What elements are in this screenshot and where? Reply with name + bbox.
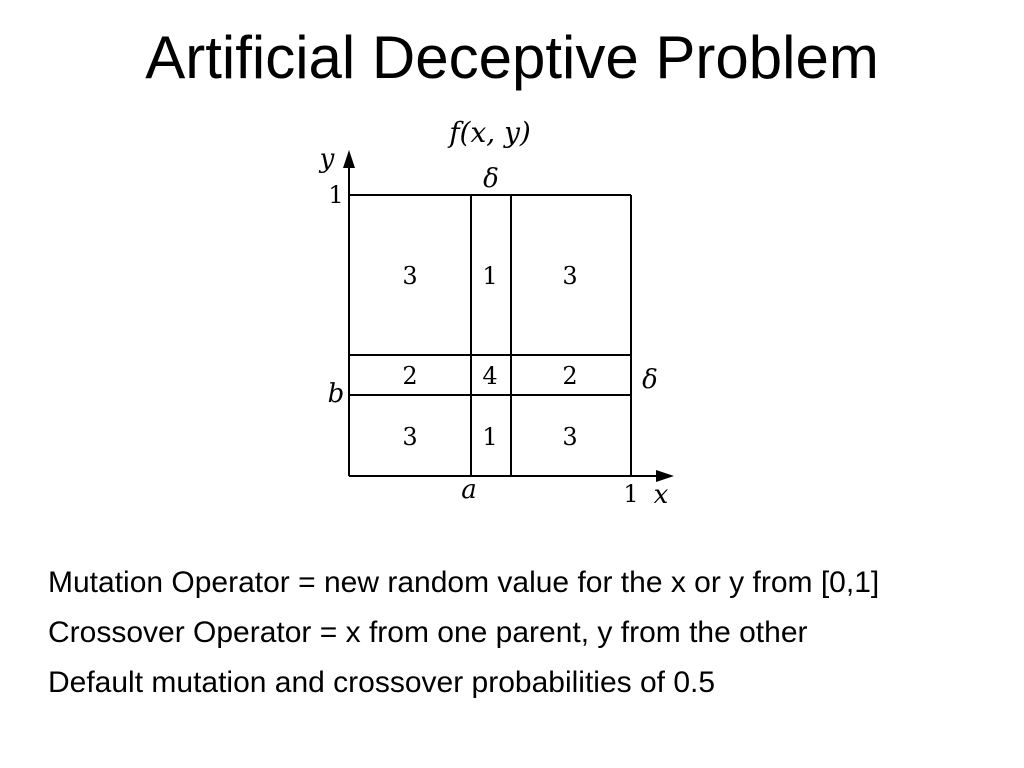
function-label: f(x, y) — [447, 116, 531, 149]
x-axis-label: x — [654, 480, 669, 510]
cell-bottom-right: 3 — [562, 423, 577, 451]
fitness-landscape-diagram: f(x, y) y 1 b a 1 x δ δ 3 1 3 2 4 2 3 1 … — [319, 116, 674, 510]
cell-top-left: 3 — [402, 262, 417, 290]
x-tick-one: 1 — [623, 480, 638, 508]
default-probabilities-note: Default mutation and crossover probabili… — [48, 666, 716, 699]
cell-middle-left: 2 — [402, 362, 417, 390]
cell-top-right: 3 — [562, 262, 577, 290]
cell-middle-center: 4 — [482, 362, 497, 390]
operator-notes: Mutation Operator = new random value for… — [48, 558, 879, 708]
x-axis-arrowhead — [656, 470, 674, 482]
y-axis-arrowhead — [343, 150, 355, 168]
slide-title: Artificial Deceptive Problem — [145, 24, 879, 91]
y-axis-label: y — [319, 144, 335, 174]
y-tick-one: 1 — [328, 181, 343, 209]
x-marker-a: a — [461, 475, 477, 505]
cell-bottom-center: 1 — [482, 423, 497, 451]
cell-top-center: 1 — [482, 262, 497, 290]
cell-bottom-left: 3 — [402, 423, 417, 451]
mutation-operator-note: Mutation Operator = new random value for… — [48, 566, 880, 599]
horizontal-band-delta-label: δ — [642, 365, 658, 395]
crossover-operator-note: Crossover Operator = x from one parent, … — [48, 616, 808, 649]
vertical-band-delta-label: δ — [483, 164, 499, 194]
cell-middle-right: 2 — [562, 362, 577, 390]
y-marker-b: b — [328, 379, 345, 409]
